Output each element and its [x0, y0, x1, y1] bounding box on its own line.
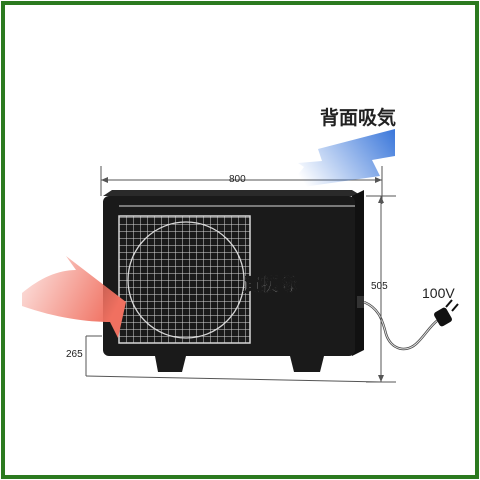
power-cord-inner: [363, 301, 439, 350]
width-label: 800: [229, 174, 246, 185]
unit-leg-right: [290, 356, 324, 372]
fan-grille: [118, 215, 251, 344]
side-connector: [357, 296, 364, 308]
voltage-label: 100V: [422, 285, 455, 301]
unit-top-face: [103, 190, 362, 196]
fan-circle: [127, 221, 245, 339]
power-plug-icon: [434, 299, 459, 327]
intake-arrow: [282, 129, 395, 190]
watermark: 買援隊: [243, 274, 298, 296]
rear-intake-label: 背面吸気: [320, 106, 396, 129]
unit-leg-left: [155, 356, 186, 372]
height-label: 505: [371, 281, 388, 292]
depth-label: 265: [66, 349, 83, 360]
exhaust-arrow: [22, 256, 126, 338]
